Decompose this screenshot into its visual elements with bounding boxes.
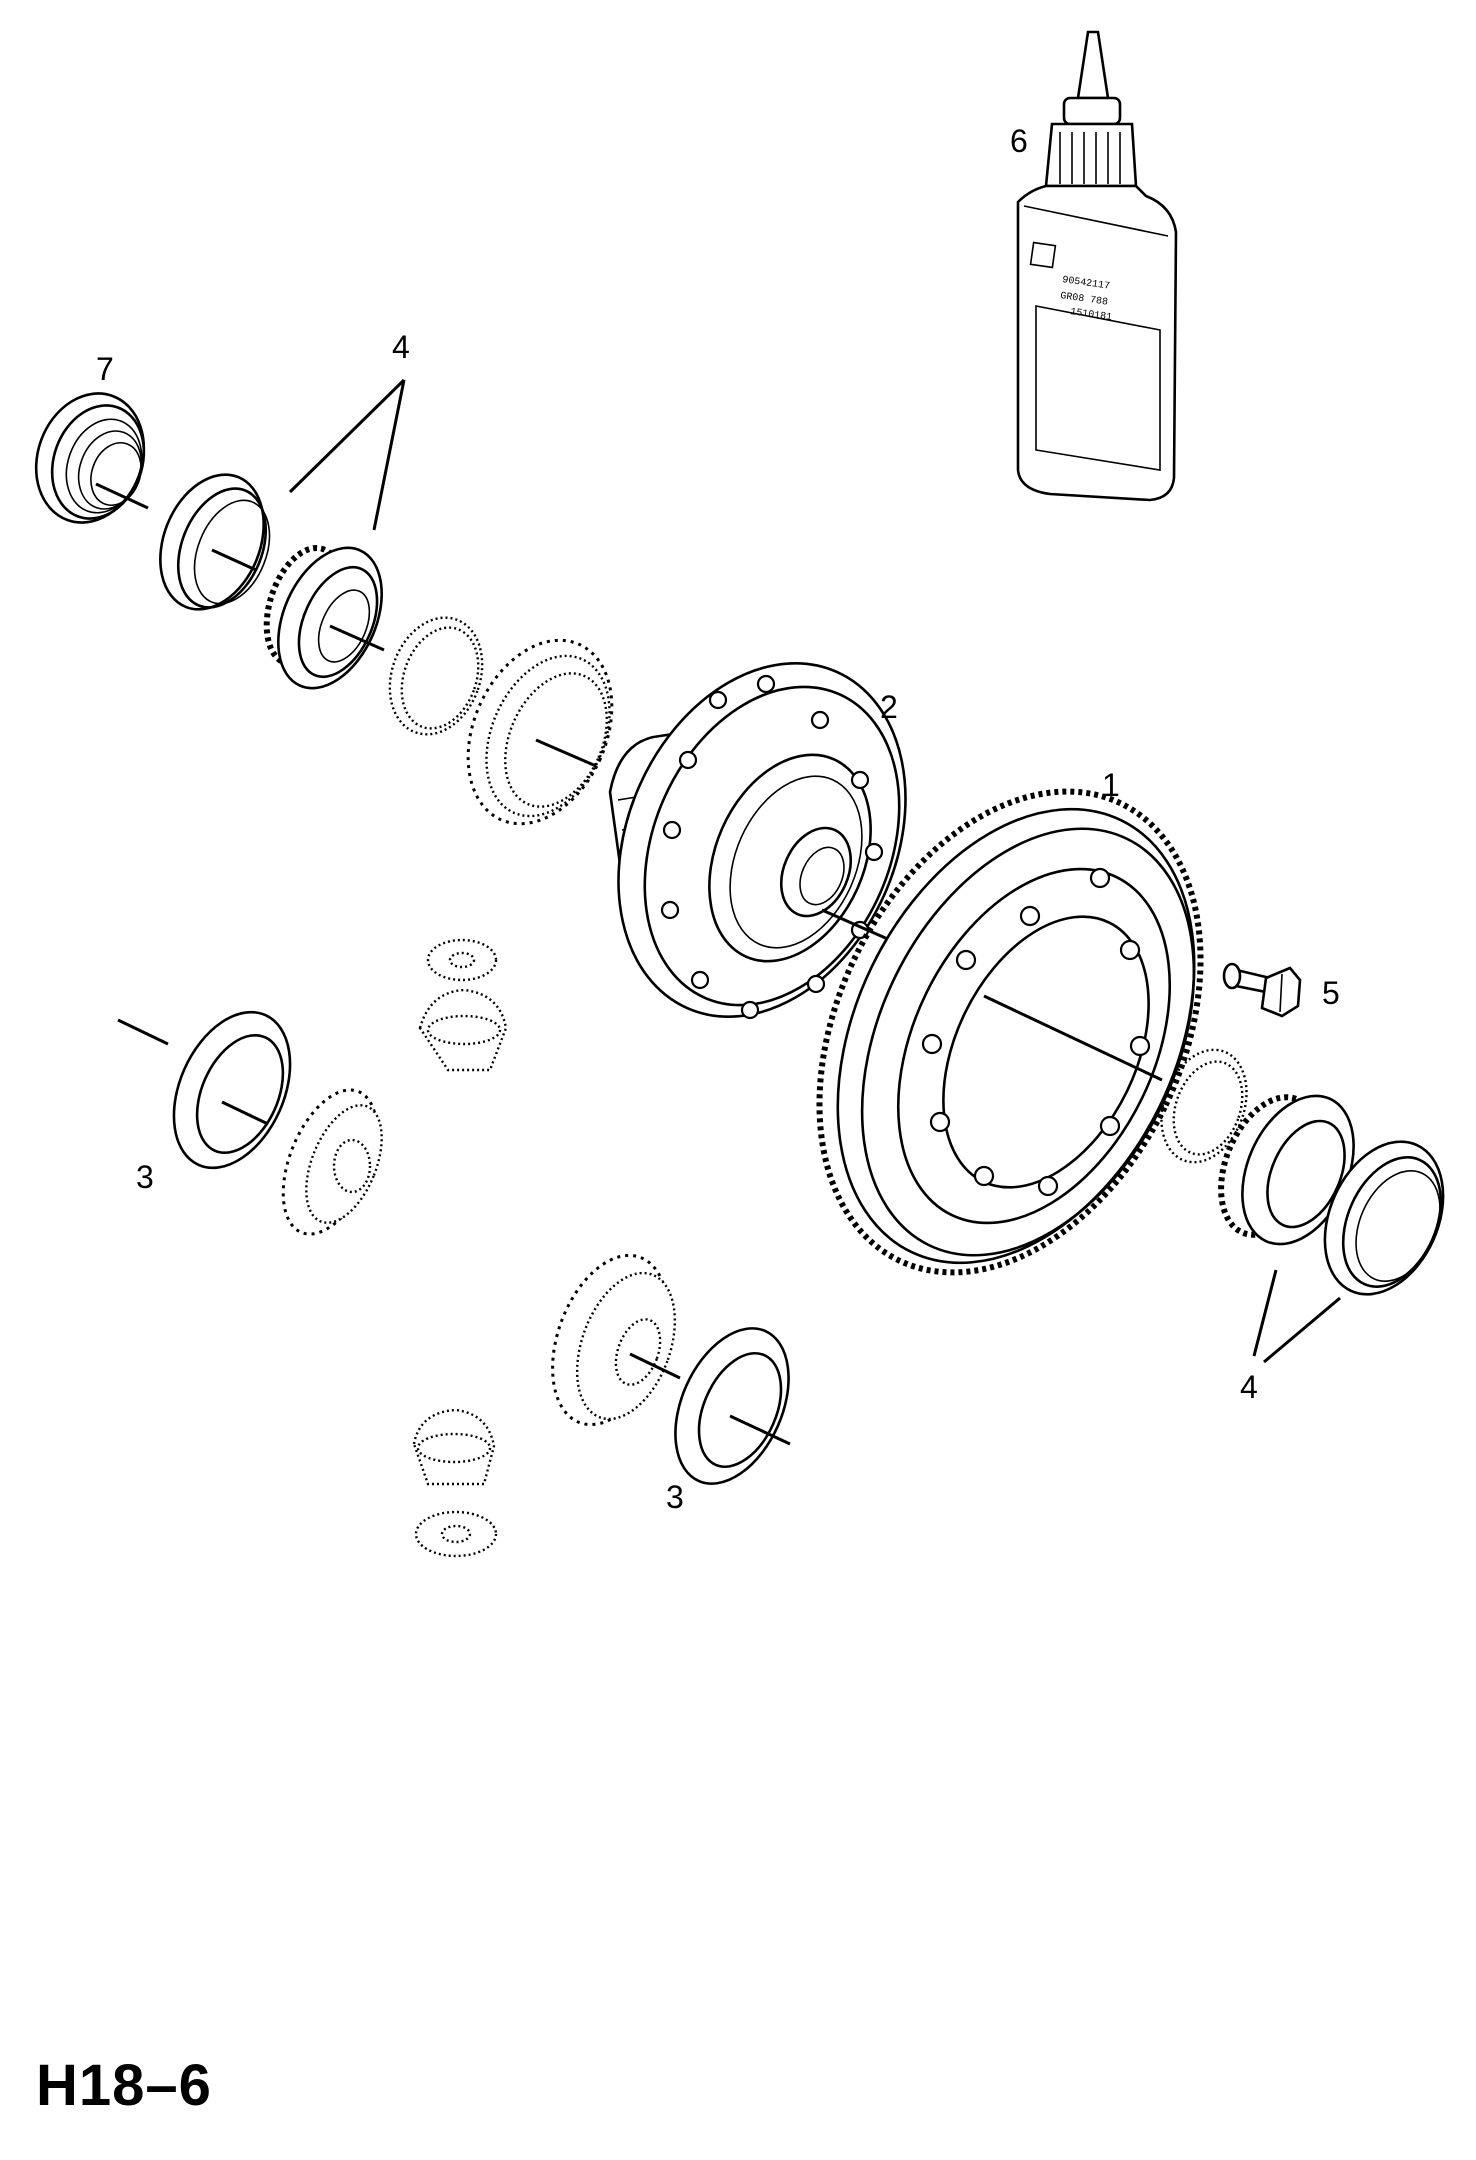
pinion-gear-lower <box>412 1408 496 1486</box>
leader-4-a <box>288 378 406 494</box>
side-gear-lower <box>551 1253 677 1427</box>
thrust-washer-lower <box>629 1327 791 1485</box>
callout-7: 7 <box>96 351 114 387</box>
pinion-washer-upper <box>426 938 498 982</box>
pinion-gear-upper <box>418 988 508 1072</box>
diagram-reference-code: H18–6 <box>36 2053 212 2118</box>
ring-gear-bolt <box>1222 962 1302 1018</box>
leader-4-b <box>372 379 406 531</box>
shim-left <box>388 616 484 736</box>
thrust-washer-upper <box>117 1010 292 1170</box>
pinion-washer-lower <box>414 1510 498 1558</box>
crown-wheel <box>816 788 1204 1276</box>
callout-3-lower: 3 <box>666 1479 684 1515</box>
taper-bearing-right <box>1218 1094 1445 1296</box>
lubricant-bottle: 90542117 GR08 788 1510181 <box>1016 30 1178 502</box>
callout-4-upper: 4 <box>392 329 410 365</box>
speedo-drive-gear <box>466 638 614 826</box>
leader-4-d <box>1263 1296 1341 1364</box>
callout-2: 2 <box>880 689 898 725</box>
callout-3-upper: 3 <box>136 1159 154 1195</box>
callout-4-lower: 4 <box>1240 1369 1258 1405</box>
callout-5: 5 <box>1322 975 1340 1011</box>
taper-bearing-left <box>159 473 385 690</box>
callout-6: 6 <box>1010 123 1028 159</box>
leader-4-c <box>1252 1269 1278 1357</box>
side-gear-upper <box>281 1088 383 1236</box>
callout-1: 1 <box>1102 767 1120 803</box>
differential-case <box>608 661 907 1020</box>
oil-seal <box>34 392 149 524</box>
shim-right <box>1160 1048 1248 1164</box>
